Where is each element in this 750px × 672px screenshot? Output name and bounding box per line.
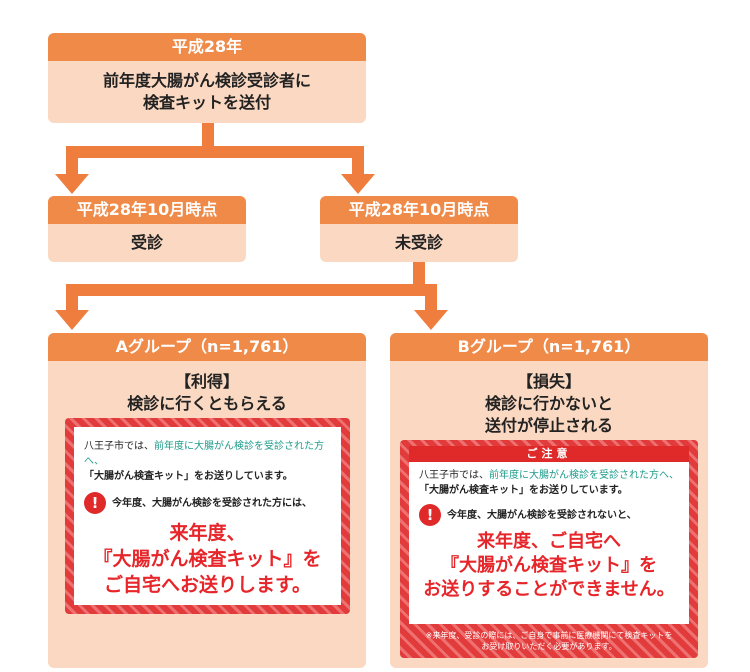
group-a-card-big1: 来年度、 xyxy=(169,522,246,544)
group-a-card-big3: ご自宅へお送りします。 xyxy=(103,574,312,596)
group-b-desc: 【損失】 検診に行かないと 送付が停止される xyxy=(390,361,708,437)
right-mid-body: 未受診 xyxy=(320,224,518,262)
group-b-desc-line2: 送付が停止される xyxy=(484,416,613,435)
group-a-card-big2: 『大腸がん検査キット』を xyxy=(93,548,322,570)
group-a-desc: 【利得】 検診に行くともらえる xyxy=(48,361,366,415)
left-mid-header: 平成28年10月時点 xyxy=(48,196,246,224)
connector-right-drop xyxy=(352,146,364,176)
group-b-card-big3: お送りすることができません。 xyxy=(423,579,675,600)
group-b-card-alert-text: 今年度、大腸がん検診を受診されないと、 xyxy=(447,510,637,521)
group-b-card-title: ご注意 xyxy=(409,446,689,462)
group-b-card-big1: 来年度、ご自宅へ xyxy=(477,531,621,552)
group-a-card-alert: ! 今年度、大腸がん検診を受診された方には、 xyxy=(84,492,331,514)
left-mid-body: 受診 xyxy=(48,224,246,262)
connector-a-drop xyxy=(66,284,78,312)
group-b-card-line2: 「大腸がん検査キット」をお送りしています。 xyxy=(419,485,628,496)
group-b-card-inner: 八王子市では、前年度に大腸がん検診を受診された方へ、 「大腸がん検査キット」をお… xyxy=(409,462,689,624)
top-box-body: 前年度大腸がん検診受診者に 検査キットを送付 xyxy=(48,61,366,123)
group-b-card-footnote: ※来年度、受診の際には、ご自身で事前に医療機関にて検査キットを お受け取りいただ… xyxy=(409,630,689,652)
group-a-tag: 【利得】 xyxy=(174,372,239,391)
group-b-tag: 【損失】 xyxy=(516,372,581,391)
group-b-desc-line1: 検診に行かないと xyxy=(484,394,613,413)
group-b-card-line1: 八王子市では、前年度に大腸がん検診を受診された方へ、 xyxy=(419,468,679,483)
arrow-head-left-mid xyxy=(55,174,89,194)
group-a-card-line2: 「大腸がん検査キット」をお送りしています。 xyxy=(84,471,293,482)
group-a-card-inner: 八王子市では、前年度に大腸がん検診を受診された方へ、 「大腸がん検査キット」をお… xyxy=(74,427,341,605)
group-a-card-line1-pre: 八王子市では、 xyxy=(84,441,154,452)
exclamation-icon: ! xyxy=(419,504,441,526)
arrow-head-group-b xyxy=(414,310,448,330)
group-a-notice-card: 八王子市では、前年度に大腸がん検診を受診された方へ、 「大腸がん検査キット」をお… xyxy=(65,418,350,614)
left-mid-box: 平成28年10月時点 受診 xyxy=(48,196,246,262)
connector-left-drop xyxy=(66,146,78,176)
connector-mid-horizontal xyxy=(66,284,437,296)
group-b-header: Bグループ（n=1,761） xyxy=(390,333,708,361)
top-box-line1: 前年度大腸がん検診受診者に xyxy=(102,71,311,90)
group-a-desc-text: 検診に行くともらえる xyxy=(127,394,287,413)
group-b-card-alert: ! 今年度、大腸がん検診を受診されないと、 xyxy=(419,504,679,526)
group-b-card-big2: 『大腸がん検査キット』を xyxy=(441,555,657,576)
group-b-notice-card: ご注意 八王子市では、前年度に大腸がん検診を受診された方へ、 「大腸がん検査キッ… xyxy=(400,440,698,658)
connector-top-vertical xyxy=(202,123,214,153)
right-mid-header: 平成28年10月時点 xyxy=(320,196,518,224)
group-a-card-line1-highlight: 前年度に大腸がん検診を受診された方へ、 xyxy=(84,441,324,467)
right-mid-box: 平成28年10月時点 未受診 xyxy=(320,196,518,262)
arrow-head-group-a xyxy=(55,310,89,330)
group-b-card-footnote2: お受け取りいただく必要があります。 xyxy=(481,642,617,651)
connector-top-horizontal xyxy=(66,146,364,158)
top-box-header: 平成28年 xyxy=(48,33,366,61)
connector-b-drop xyxy=(425,284,437,312)
arrow-head-right-mid xyxy=(341,174,375,194)
group-a-card-alert-text: 今年度、大腸がん検診を受診された方には、 xyxy=(112,498,312,509)
group-a-header: Aグループ（n=1,761） xyxy=(48,333,366,361)
top-box-line2: 検査キットを送付 xyxy=(142,93,271,112)
top-box: 平成28年 前年度大腸がん検診受診者に 検査キットを送付 xyxy=(48,33,366,123)
exclamation-icon: ! xyxy=(84,492,106,514)
group-b-card-line1-highlight: 前年度に大腸がん検診を受診された方へ、 xyxy=(489,470,679,481)
group-b-card-footnote1: ※来年度、受診の際には、ご自身で事前に医療機関にて検査キットを xyxy=(425,631,673,640)
group-a-card-line1: 八王子市では、前年度に大腸がん検診を受診された方へ、 xyxy=(84,439,331,469)
group-b-card-line1-pre: 八王子市では、 xyxy=(419,470,489,481)
